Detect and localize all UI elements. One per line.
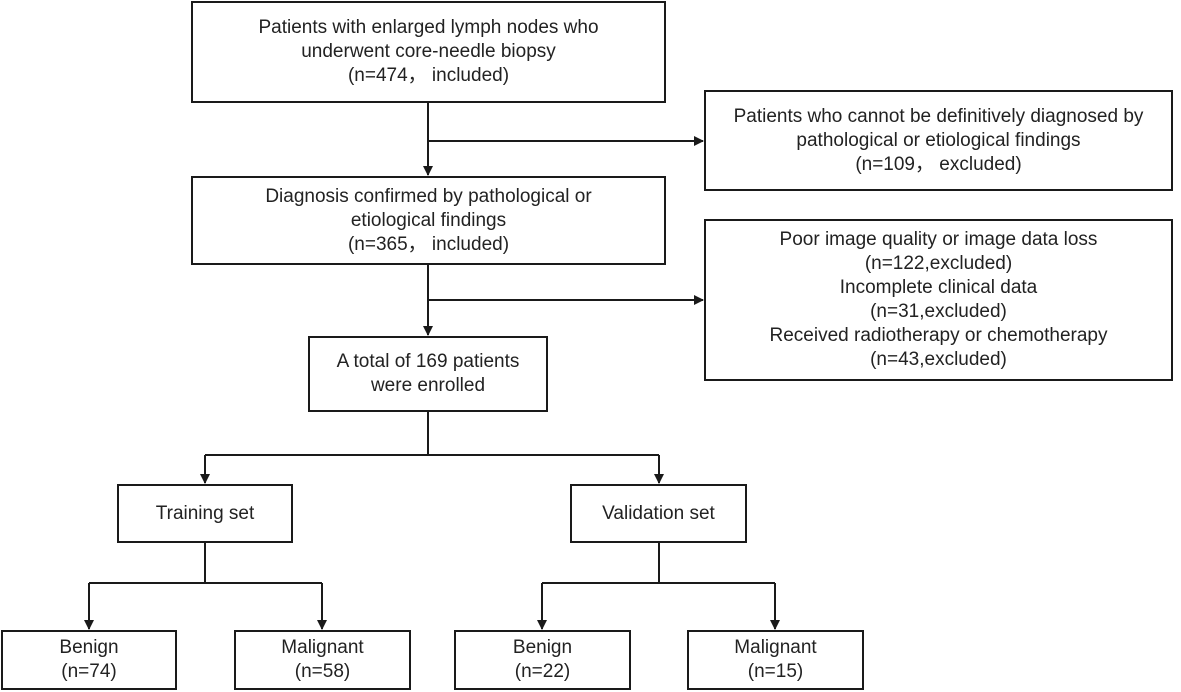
box-training-benign-label: Benign xyxy=(59,637,119,658)
box-initial-patients-line1: Patients with enlarged lymph nodes who xyxy=(258,17,599,38)
box-validation-set: Validation set xyxy=(570,484,747,543)
box-validation-malignant: Malignant (n=15) xyxy=(687,630,864,690)
box-training-set-label: Training set xyxy=(155,502,255,524)
box-initial-patients: Patients with enlarged lymph nodes who u… xyxy=(191,1,666,103)
box-excluded-image-quality: Poor image quality or image data loss xyxy=(779,229,1098,250)
box-validation-benign: Benign (n=22) xyxy=(454,630,631,690)
box-excluded-undiagnosed-line2: pathological or etiological findings xyxy=(796,129,1081,151)
box-excluded-image-quality-count: (n=122,excluded) xyxy=(864,253,1013,274)
box-excluded-undiagnosed-line1: Patients who cannot be definitively diag… xyxy=(733,105,1144,127)
box-excluded-undiagnosed-count: (n=109， excluded) xyxy=(855,153,1022,175)
box-training-benign: Benign (n=74) xyxy=(1,630,177,690)
box-excluded-treatment: Received radiotherapy or chemotherapy xyxy=(769,325,1108,346)
box-training-malignant-count: (n=58) xyxy=(294,661,351,682)
box-enrolled-line1: A total of 169 patients xyxy=(336,351,520,372)
box-training-malignant: Malignant (n=58) xyxy=(234,630,411,690)
box-validation-malignant-count: (n=15) xyxy=(747,661,804,682)
box-excluded-other: Poor image quality or image data loss (n… xyxy=(704,219,1173,381)
box-training-benign-count: (n=74) xyxy=(61,661,117,682)
box-excluded-undiagnosed: Patients who cannot be definitively diag… xyxy=(704,90,1173,191)
box-validation-benign-label: Benign xyxy=(512,637,573,658)
box-diagnosis-confirmed-count: (n=365， included) xyxy=(347,233,510,255)
box-excluded-treatment-count: (n=43,excluded) xyxy=(870,349,1007,370)
box-diagnosis-confirmed-line1: Diagnosis confirmed by pathological or xyxy=(265,185,592,207)
box-training-set: Training set xyxy=(117,484,293,543)
box-validation-set-label: Validation set xyxy=(602,502,715,524)
box-diagnosis-confirmed-line2: etiological findings xyxy=(350,209,507,231)
box-excluded-clinical-data-count: (n=31,excluded) xyxy=(870,301,1007,322)
box-diagnosis-confirmed: Diagnosis confirmed by pathological or e… xyxy=(191,176,666,265)
box-excluded-clinical-data: Incomplete clinical data xyxy=(839,277,1038,298)
box-initial-patients-count: (n=474， included) xyxy=(347,65,510,86)
box-enrolled-line2: were enrolled xyxy=(370,375,486,396)
box-initial-patients-line2: underwent core-needle biopsy xyxy=(301,41,556,62)
box-training-malignant-label: Malignant xyxy=(281,637,364,658)
box-validation-malignant-label: Malignant xyxy=(734,637,817,658)
box-validation-benign-count: (n=22) xyxy=(514,661,571,682)
box-enrolled: A total of 169 patients were enrolled xyxy=(308,336,548,412)
